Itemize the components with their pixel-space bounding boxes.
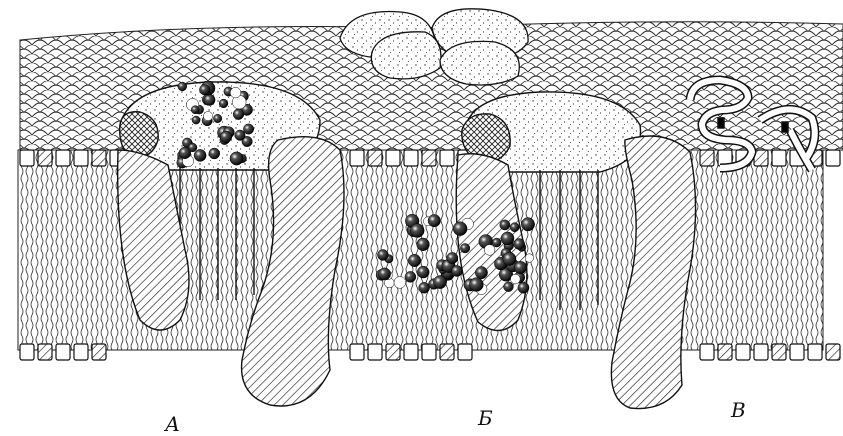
lipid-head — [422, 150, 436, 166]
lipid-head — [20, 344, 34, 360]
lipid-head — [736, 344, 750, 360]
lipid-head — [74, 344, 88, 360]
atom — [204, 94, 215, 105]
panel-label-b: Б — [478, 408, 493, 428]
atom — [514, 261, 526, 273]
atom — [518, 282, 529, 293]
atom — [500, 220, 510, 230]
lipid-head — [700, 344, 714, 360]
lipid-head — [38, 344, 52, 360]
lipid-head — [92, 344, 106, 360]
atom — [394, 277, 406, 289]
lipid-head — [92, 150, 106, 166]
lipid-head — [404, 150, 418, 166]
lipid-head — [826, 150, 840, 166]
atom — [408, 254, 420, 266]
atom — [419, 282, 430, 293]
atom — [213, 114, 221, 122]
lipid-head — [422, 344, 436, 360]
atom — [179, 147, 191, 159]
atom — [178, 82, 187, 91]
atom — [501, 232, 514, 245]
lipid-head — [772, 150, 786, 166]
atom — [230, 87, 241, 98]
atom — [235, 130, 245, 140]
atom — [378, 268, 390, 280]
atom — [233, 109, 244, 120]
atom — [447, 252, 458, 263]
lipid-head — [20, 150, 34, 166]
atom — [433, 276, 446, 289]
lipid-head — [754, 344, 768, 360]
lipid-head — [440, 344, 454, 360]
atom — [243, 124, 253, 134]
atom — [510, 274, 520, 284]
lipid-head — [718, 344, 732, 360]
atom — [192, 116, 200, 124]
lipid-head — [38, 150, 52, 166]
lipid-head — [368, 344, 382, 360]
atom — [199, 84, 210, 95]
atom — [377, 249, 388, 260]
lipid-head — [826, 344, 840, 360]
lipid-head — [404, 344, 418, 360]
lipid-head — [350, 344, 364, 360]
atom — [405, 271, 416, 282]
atom — [503, 252, 516, 265]
atom — [451, 265, 462, 276]
atom — [203, 112, 212, 121]
atom — [209, 148, 220, 159]
atom — [194, 149, 206, 161]
atom — [475, 267, 487, 279]
lipid-head — [386, 150, 400, 166]
lipid-head — [808, 344, 822, 360]
panel-label-a: А — [165, 414, 180, 434]
lipid-head — [56, 150, 70, 166]
lipid-head — [386, 344, 400, 360]
lipid-head — [74, 150, 88, 166]
atom — [514, 239, 525, 250]
atom — [492, 238, 501, 247]
atom — [510, 223, 519, 232]
atom — [504, 282, 514, 292]
atom — [453, 222, 467, 236]
atom — [484, 245, 495, 256]
lipid-head — [350, 150, 364, 166]
atom — [469, 278, 483, 292]
lipid-head — [56, 344, 70, 360]
panel-label-v: В — [731, 400, 746, 420]
atom — [410, 224, 424, 238]
atom — [417, 238, 430, 251]
atom — [191, 106, 199, 114]
atom — [417, 266, 429, 278]
atom — [460, 243, 469, 252]
atom — [230, 152, 243, 165]
lipid-head — [700, 150, 714, 166]
lipid-head — [772, 344, 786, 360]
atom — [220, 131, 232, 143]
lipid-head — [458, 344, 472, 360]
atom — [219, 99, 228, 108]
atom — [428, 214, 440, 226]
lipid-head — [440, 150, 454, 166]
lipid-head — [368, 150, 382, 166]
lipid-head — [790, 344, 804, 360]
atom — [525, 254, 533, 262]
atom — [521, 218, 534, 231]
